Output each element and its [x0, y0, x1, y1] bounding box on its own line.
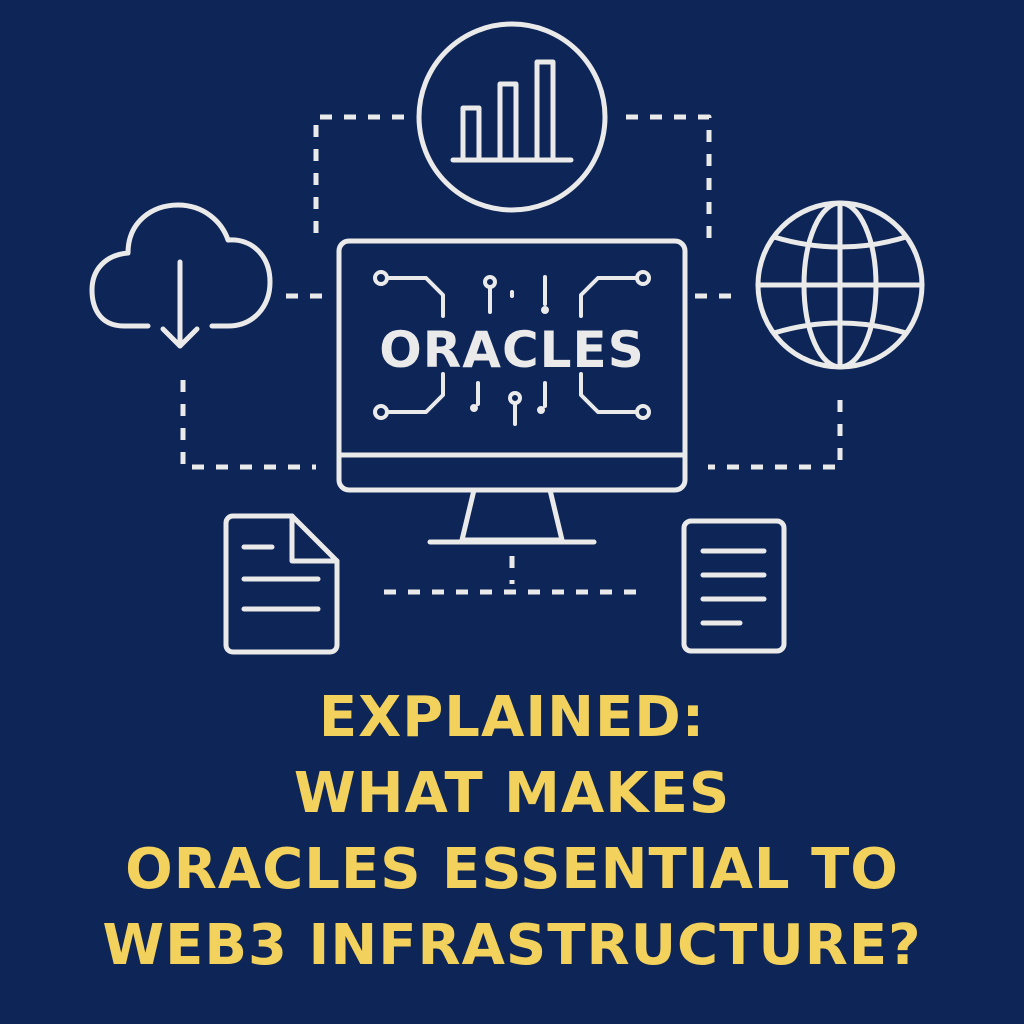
connector-bottom-left — [180, 380, 316, 470]
bar-chart-icon — [416, 21, 608, 213]
cloud-download-icon — [89, 202, 273, 349]
dashed-connectors — [180, 114, 843, 595]
connector-top-right — [626, 114, 712, 238]
headline-line-4: WEB3 INFRASTRUCTURE? — [102, 913, 922, 978]
screen-label: ORACLES — [379, 321, 644, 379]
circuit-traces — [373, 270, 651, 426]
headline-line-1: EXPLAINED: — [318, 685, 706, 750]
connector-bottom-right — [708, 400, 843, 470]
monitor-icon — [336, 238, 688, 545]
text-document-icon — [681, 518, 787, 654]
document-icon — [223, 513, 340, 655]
headline: EXPLAINED: WHAT MAKES ORACLES ESSENTIAL … — [0, 680, 1024, 984]
headline-line-3: ORACLES ESSENTIAL TO — [125, 837, 899, 902]
connector-top-left — [313, 114, 404, 238]
headline-line-2: WHAT MAKES — [293, 761, 731, 826]
globe-icon — [755, 200, 925, 370]
